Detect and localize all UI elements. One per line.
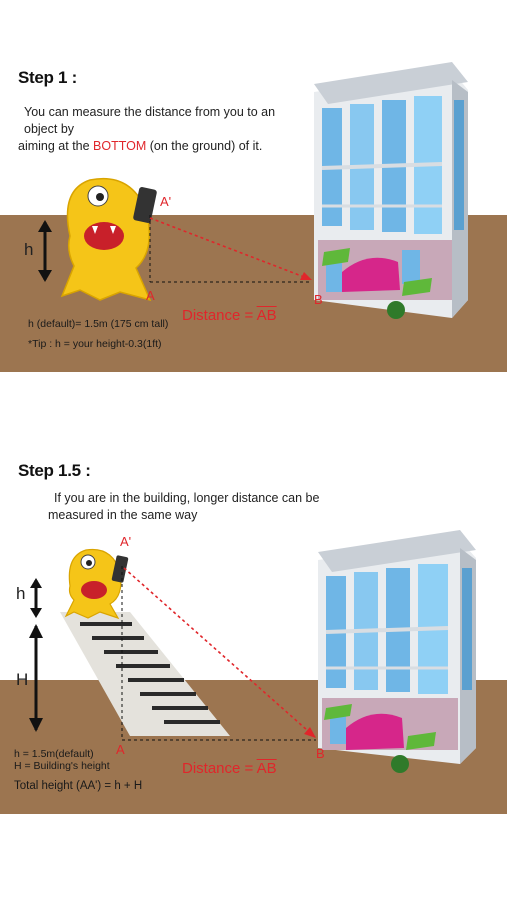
distance-formula-step1: Distance = AB: [182, 307, 277, 324]
distance-prefix-step15: Distance =: [182, 760, 257, 777]
label-a-step15: A: [116, 742, 125, 757]
note-h-default: h = 1.5m(default): [14, 748, 94, 760]
step1-description: You can measure the distance from you to…: [18, 104, 308, 155]
note-default-height: h (default)= 1.5m (175 cm tall): [28, 318, 169, 330]
sight-arrowhead-step1: [300, 272, 312, 280]
note-total-height: Total height (AA') = h + H: [14, 780, 143, 792]
label-a-step1: A: [146, 288, 155, 303]
note-building-height: H = Building's height: [14, 760, 110, 772]
building-height-arrow-step15: [29, 624, 43, 732]
staircase: [60, 612, 230, 736]
label-b-step15: B: [316, 746, 325, 761]
step1-desc-pre: aiming at the: [18, 139, 94, 153]
step15-description: If you are in the building, longer dista…: [48, 490, 348, 524]
distance-prefix-step1: Distance =: [182, 307, 257, 324]
building-illustration-step1: [314, 62, 468, 319]
step1-title: Step 1 :: [18, 68, 78, 87]
label-h-step1: h: [24, 240, 34, 259]
step1-desc-line1: You can measure the distance from you to…: [24, 105, 276, 136]
label-a-prime-step15: A': [120, 534, 132, 549]
sight-line-step15: [123, 567, 317, 739]
note-tip: *Tip : h = your height-0.3(1ft): [28, 338, 162, 350]
step1-desc-line2: aiming at the BOTTOM (on the ground) of …: [18, 138, 308, 155]
distance-var-step1: AB: [256, 307, 277, 324]
building-illustration-step15: [318, 530, 476, 773]
label-H-step15: H: [16, 670, 29, 689]
step1-desc-post: (on the ground) of it.: [146, 139, 263, 153]
label-h-step15: h: [16, 584, 26, 603]
step15-desc-line1: If you are in the building, longer dista…: [54, 491, 320, 505]
distance-var-step15: AB: [256, 760, 277, 777]
label-b-step1: B: [314, 292, 323, 307]
sight-line-step1: [149, 217, 313, 281]
step15-desc-line2: measured in the same way: [48, 508, 198, 522]
monster-character-step15: [64, 548, 129, 620]
step15-title: Step 1.5 :: [18, 461, 91, 480]
monster-character-step1: [60, 177, 157, 302]
height-arrow-step1: [38, 220, 52, 282]
sight-arrowhead-step15: [304, 727, 316, 738]
label-a-prime-step1: A': [160, 194, 172, 209]
small-h-arrow-step15: [30, 578, 42, 618]
step1-desc-highlight: BOTTOM: [93, 139, 147, 153]
distance-formula-step15: Distance = AB: [182, 760, 277, 777]
